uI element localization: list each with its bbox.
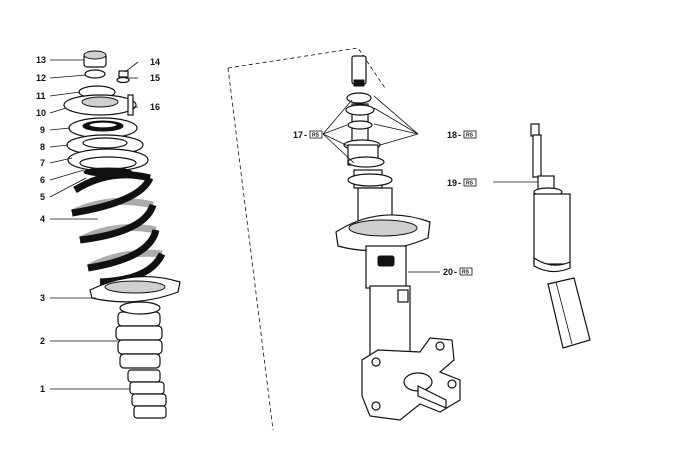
part-4-coil-spring xyxy=(70,171,166,286)
svg-text:18: 18 xyxy=(447,130,457,140)
svg-text:20: 20 xyxy=(443,267,453,277)
callout-11: 11 xyxy=(36,91,46,101)
svg-text:RS: RS xyxy=(462,270,470,276)
callout-20: 20 - RS xyxy=(443,267,473,277)
callout-3: 3 xyxy=(40,293,45,303)
callout-4: 4 xyxy=(40,214,45,224)
callout-17: 17 - RS xyxy=(293,130,323,140)
callout-16: 16 xyxy=(150,102,160,112)
callout-14: 14 xyxy=(150,57,160,67)
callout-15: 15 xyxy=(150,73,160,83)
callout-7: 7 xyxy=(40,158,45,168)
strut-housing-assembly xyxy=(227,47,461,431)
part-3-lower-seat xyxy=(89,275,181,303)
part-12-washer xyxy=(84,69,106,79)
shock-cartridge xyxy=(493,123,591,349)
callout-9: 9 xyxy=(40,125,45,135)
callout-2: 2 xyxy=(40,336,45,346)
svg-text:-: - xyxy=(458,178,461,188)
callout-1: 1 xyxy=(40,384,45,394)
svg-text:17: 17 xyxy=(293,130,303,140)
callout-6: 6 xyxy=(40,175,45,185)
callout-10: 10 xyxy=(36,108,46,118)
part-2-bellows xyxy=(115,301,163,369)
leaders-17-18 xyxy=(322,95,419,164)
callout-18: 18 - RS xyxy=(447,130,477,140)
steering-knuckle xyxy=(361,337,461,421)
callout-13: 13 xyxy=(36,55,46,65)
svg-text:19: 19 xyxy=(447,178,457,188)
svg-text:RS: RS xyxy=(466,133,474,139)
spring-mount-assembly xyxy=(63,50,181,419)
part-7-pad xyxy=(67,148,149,177)
callout-12: 12 xyxy=(36,73,46,83)
svg-text:-: - xyxy=(304,130,307,140)
part-9-bearing xyxy=(68,117,138,139)
svg-text:-: - xyxy=(458,130,461,140)
svg-text:-: - xyxy=(454,267,457,277)
part-16-stud xyxy=(127,94,134,116)
callout-5: 5 xyxy=(40,192,45,202)
svg-text:RS: RS xyxy=(312,133,320,139)
part-13-cap xyxy=(83,50,107,68)
part-1-bump-stop xyxy=(127,369,167,419)
callout-8: 8 xyxy=(40,142,45,152)
dashed-outline xyxy=(227,47,386,431)
left-leaders xyxy=(49,59,139,390)
callout-labels: 13 12 11 10 9 8 7 6 5 4 3 2 1 14 15 16 1… xyxy=(36,55,477,394)
part-10-top-mount xyxy=(63,94,137,116)
svg-text:RS: RS xyxy=(466,181,474,187)
callout-19: 19 - RS xyxy=(447,178,477,188)
part-14-bolt xyxy=(116,70,130,84)
